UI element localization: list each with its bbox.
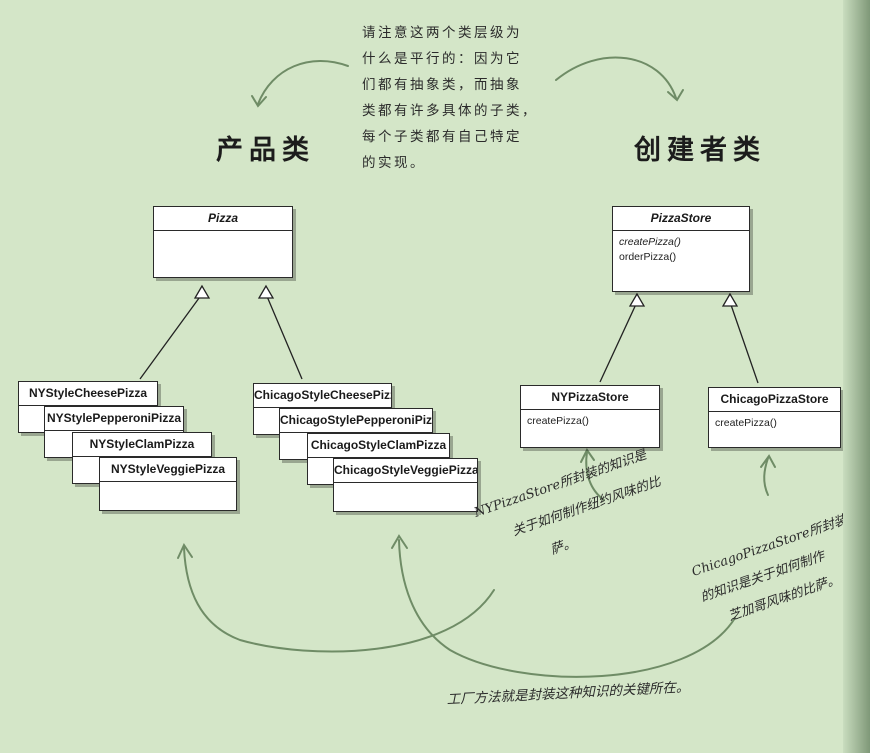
chicago-product-class: ChicagoStyleVeggiePizza — [333, 458, 478, 512]
note-line: 每个子类都有自己特定 — [362, 129, 522, 145]
ny-note-arrow — [585, 451, 605, 501]
class-name: ChicagoStyleClamPizza — [308, 434, 449, 458]
method-list: createPizza() orderPizza() — [613, 231, 749, 269]
sweep-arrow-chicago — [398, 539, 736, 678]
creator-classes-heading: 创建者类 — [634, 135, 766, 166]
pizza-class: Pizza — [153, 206, 293, 278]
class-name: ChicagoPizzaStore — [709, 388, 840, 412]
method: createPizza() — [619, 236, 681, 248]
sweep-arrow-ny — [183, 547, 495, 653]
pizzastore-class: PizzaStore createPizza() orderPizza() — [612, 206, 750, 292]
inheritance-ny-to-pizza — [139, 284, 211, 380]
class-name: PizzaStore — [613, 207, 749, 231]
note-line: 们都有抽象类，而抽象 — [362, 77, 522, 93]
method-list: createPizza() — [521, 410, 659, 433]
chicagopizzastore-class: ChicagoPizzaStore createPizza() — [708, 387, 841, 448]
inheritance-chicagostore-to-pizzastore — [721, 292, 759, 384]
note-line: 什么是平行的：因为它 — [362, 51, 522, 67]
method: createPizza() — [715, 417, 777, 429]
chicago-note-arrow — [763, 457, 769, 496]
ny-product-class: NYStyleVeggiePizza — [99, 457, 237, 511]
note-arrow-right — [555, 56, 677, 99]
class-name: NYStyleCheesePizza — [19, 382, 157, 406]
note-arrow-left — [257, 60, 349, 105]
product-classes-heading: 产品类 — [216, 135, 315, 166]
class-name: NYStylePepperoniPizza — [45, 407, 183, 431]
class-name: NYStyleVeggiePizza — [100, 458, 236, 482]
method: createPizza() — [527, 415, 589, 427]
note-line: 请注意这两个类层级为 — [362, 25, 522, 41]
class-name: NYStyleClamPizza — [73, 433, 211, 457]
parallel-hierarchy-note: 请注意这两个类层级为 什么是平行的：因为它 们都有抽象类，而抽象 类都有许多具体… — [362, 20, 558, 176]
class-name: Pizza — [154, 207, 292, 231]
method: orderPizza() — [619, 251, 677, 263]
method-list: createPizza() — [709, 412, 840, 435]
inheritance-nystore-to-pizzastore — [599, 292, 646, 383]
class-name: NYPizzaStore — [521, 386, 659, 410]
class-name: ChicagoStyleCheesePizza — [254, 384, 391, 408]
nypizzastore-class: NYPizzaStore createPizza() — [520, 385, 660, 448]
note-line: 的实现。 — [362, 155, 426, 171]
class-name: ChicagoStylePepperoniPizza — [280, 409, 432, 433]
inheritance-chicago-to-pizza — [257, 284, 303, 380]
page-edge — [843, 0, 870, 753]
note-line: 类都有许多具体的子类， — [362, 103, 538, 119]
class-name: ChicagoStyleVeggiePizza — [334, 459, 477, 483]
